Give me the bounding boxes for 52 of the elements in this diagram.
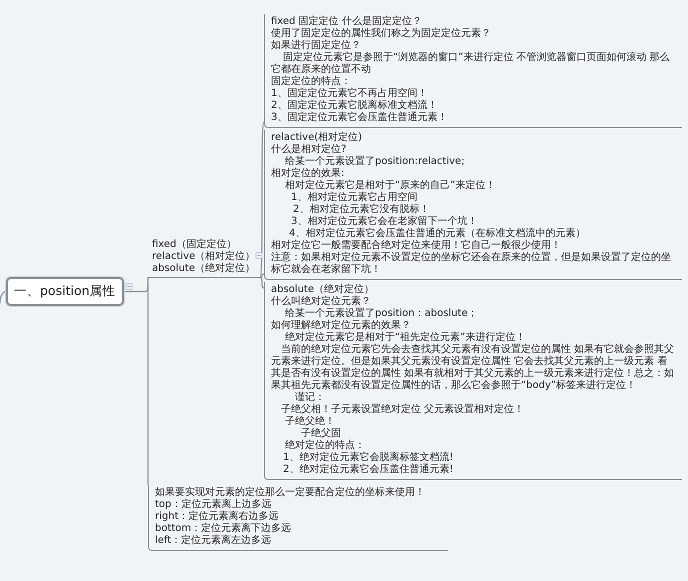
note-line: 如果要实现对元素的定位那么一定要配合定位的坐标来使用！	[155, 487, 426, 498]
note-panel	[264, 130, 682, 280]
note-line: 固定定位的特点：	[271, 76, 352, 88]
note-line: 如果进行固定定位？	[271, 40, 362, 52]
note-line: 什么叫绝对定位元素？	[271, 296, 372, 308]
note-line: 1、固定定位元素它不再占用空间！	[271, 88, 428, 100]
note-line: 相对定位元素它是相对于“原来的自己”来定位！	[284, 180, 496, 192]
note-line: 固定定位元素它是参照于“浏览器的窗口”来进行定位 不管浏览器窗口页面如何滚动 那么它都在原来的位置不动	[271, 52, 671, 76]
note-line: 相对定位它一般需要配合绝对定位来使用！它自己一般很少使用！	[271, 240, 562, 252]
note-panel	[264, 282, 682, 480]
connector-line	[260, 273, 264, 278]
note-line: 当前的绝对定位元素它先会去查找其父元素有没有设置定位的属性 如果有它就会参照其父元素来进行定位。但是如果其父元素没有设置定位属性 它会去找其父元素的上一级元素 看其是否有没有设置定位的属性 如果有就相对于其父元素的上一级元素来进行定位！总之：如果其祖先元素都没有设置定位属性的话，那么它会参照于“body”标签来进行定位！	[271, 344, 676, 392]
topic-label: relactive（相对定位）	[152, 251, 256, 262]
note-line: 注意：如果相对定位元素不设置定位的坐标它还会在原来的位置，但是如果设置了定位的坐标它就会在老家留下坑！	[271, 252, 672, 276]
note-line: 如何理解绝对定位元素的效果？	[271, 320, 412, 332]
note-line: 1、绝对定位元素它会脱离标签文档流!	[282, 452, 454, 464]
note-panel	[148, 485, 448, 551]
note-line: 4、相对定位元素它会压盖住普通的元素（在标准文档流中的元素）	[288, 228, 586, 240]
note-line: 子绝父固	[300, 428, 342, 440]
note-line: left：定位元素离左边多远	[155, 535, 272, 547]
note-line: absolute（绝对定位）	[271, 284, 375, 296]
note-line: 什么是相对定位?	[271, 144, 348, 156]
note-line: 相对定位的效果:	[271, 168, 346, 180]
connector-line	[259, 122, 265, 278]
root-topic: 一、position属性	[6, 277, 124, 306]
note-line: 2、固定定位元素它脱离标准文档流！	[271, 100, 438, 112]
note-line: 谨记：	[294, 392, 326, 404]
note-line: 3、相对定位元素它会在老家留下一个坑！	[290, 216, 478, 228]
note-line: top：定位元素离上边多远	[155, 499, 272, 510]
note-line: 子绝父绝！	[284, 416, 336, 428]
note-line: 2、相对定位元素它没有脱标！	[292, 204, 430, 216]
note-line: 1、相对定位元素它占用空间	[290, 192, 418, 204]
note-line: 绝对定位的特点：	[284, 440, 366, 452]
note-panel	[264, 14, 682, 128]
note-line: 给某一个元素设置了position：aboslute；	[284, 308, 479, 320]
note-line: 3、固定定位元素它会压盖住普通元素！	[271, 112, 448, 124]
connector-line	[0, 290, 6, 304]
note-line: right：定位元素离右边多远	[155, 511, 280, 522]
note-line: bottom：定位元素离下边多远	[155, 523, 292, 534]
note-line: 子绝父相！子元素设置绝对定位 父元素设置相对定位！	[280, 404, 526, 416]
connector-line	[124, 277, 149, 292]
topic-label: absolute（绝对定位）	[152, 263, 256, 275]
connector-line	[147, 278, 149, 485]
note-line: relactive(相对定位)	[271, 132, 364, 144]
connector-line	[260, 276, 264, 289]
note-line: fixed 固定定位 什么是固定定位？	[271, 16, 423, 28]
note-line: 给某一个元素设置了position:relactive;	[284, 156, 466, 168]
note-line: 绝对定位元素它是相对于“祖先定位元素”来进行定位！	[284, 332, 526, 344]
topic-label: fixed（固定定位）	[152, 239, 238, 250]
branch-topic	[148, 239, 260, 278]
note-line: 使用了固定定位的属性我们称之为固定定位元素？	[271, 28, 492, 40]
note-line: 2、绝对定位元素它会压盖住普通元素!	[282, 464, 454, 476]
